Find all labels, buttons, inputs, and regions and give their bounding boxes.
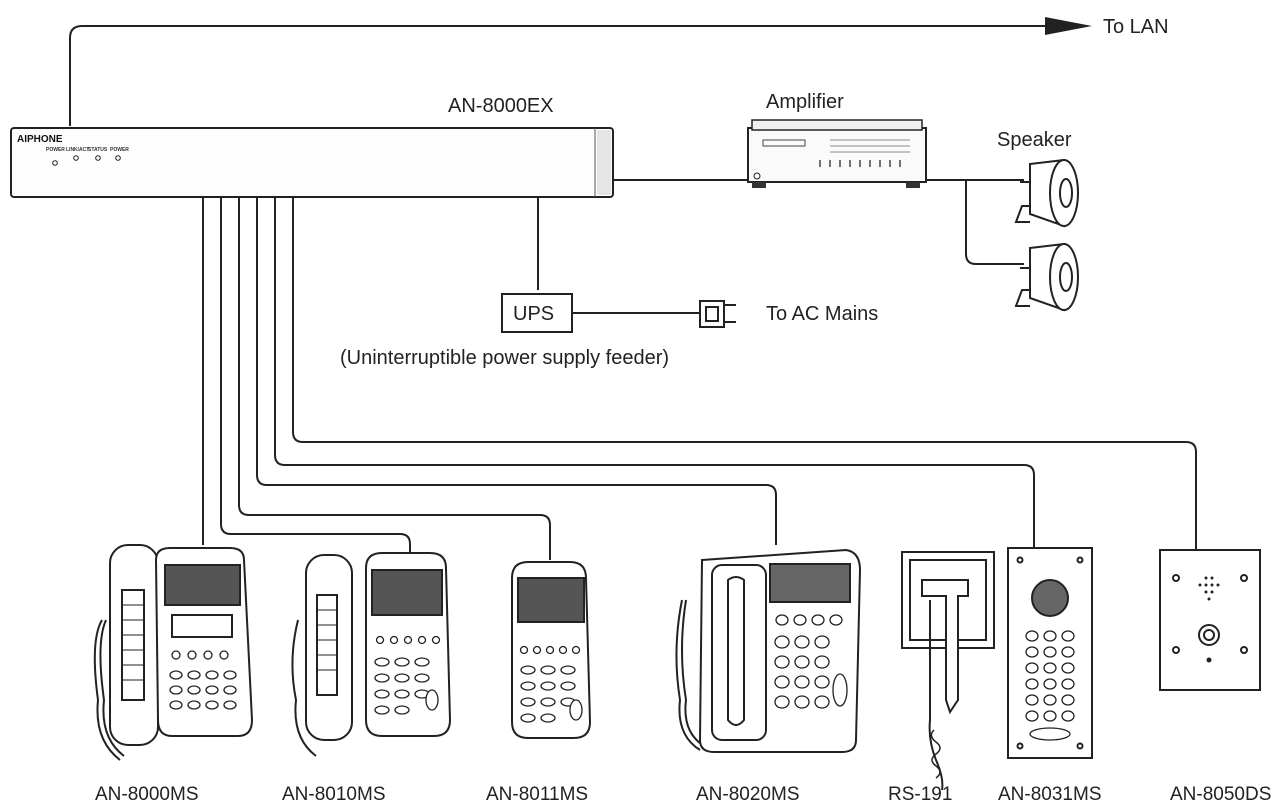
- speaker-branch-line: [965, 180, 1024, 265]
- wiring: [69, 25, 1197, 580]
- speaker-icon: [1014, 158, 1079, 228]
- station-an8050ds: [1159, 549, 1261, 691]
- exchange-indicator-2: LINK/ACT: [66, 147, 89, 153]
- label-amplifier: Amplifier: [766, 91, 844, 113]
- lan-arrow-head: [1045, 17, 1092, 35]
- exchange-indicator-3: STATUS: [88, 147, 108, 153]
- label-exchange: AN-8000EX: [448, 95, 554, 117]
- station-an8020ms: [675, 548, 862, 753]
- lan-line: [69, 25, 1050, 126]
- amplifier-unit: [747, 119, 927, 188]
- ups-caption: (Uninterruptible power supply feeder): [340, 347, 669, 369]
- speaker-icon-2: [1014, 242, 1079, 312]
- station-an8011ms: [511, 561, 592, 739]
- station-an8010ms: [291, 552, 452, 757]
- cable-an8020ms: [256, 197, 777, 545]
- model-label-an8011ms: AN-8011MS: [486, 784, 588, 805]
- cable-an8031ms: [274, 197, 1035, 560]
- led-2: [73, 155, 79, 161]
- station-an8031ms: [1007, 547, 1093, 759]
- ups-box: [501, 293, 573, 333]
- station-rs191: [901, 551, 995, 791]
- model-label-an8000ms: AN-8000MS: [95, 784, 199, 805]
- exchange-indicator-4: POWER: [110, 147, 129, 153]
- model-label-rs191: RS-191: [888, 784, 952, 805]
- label-to-lan: To LAN: [1103, 16, 1169, 38]
- label-speaker: Speaker: [997, 129, 1072, 151]
- exchange-brand: AIPHONE: [17, 134, 63, 145]
- cable-an8011ms: [238, 197, 551, 560]
- station-an8000ms: [93, 544, 254, 761]
- ac-plug-icon: [699, 300, 736, 328]
- led-1: [52, 160, 58, 166]
- model-label-an8010ms: AN-8010MS: [282, 784, 386, 805]
- model-label-an8020ms: AN-8020MS: [696, 784, 800, 805]
- label-ac-mains: To AC Mains: [766, 303, 878, 325]
- ups-label: UPS: [513, 303, 554, 325]
- model-label-an8031ms: AN-8031MS: [998, 784, 1102, 805]
- model-label-an8050ds: AN-8050DS: [1170, 784, 1271, 805]
- exchange-unit: AIPHONE POWER LINK/ACT STATUS POWER: [10, 127, 614, 198]
- exchange-indicator-1: POWER: [46, 147, 65, 153]
- cable-an8010ms: [220, 197, 411, 552]
- led-4: [115, 155, 121, 161]
- cable-an8050ds: [292, 197, 1197, 550]
- led-3: [95, 155, 101, 161]
